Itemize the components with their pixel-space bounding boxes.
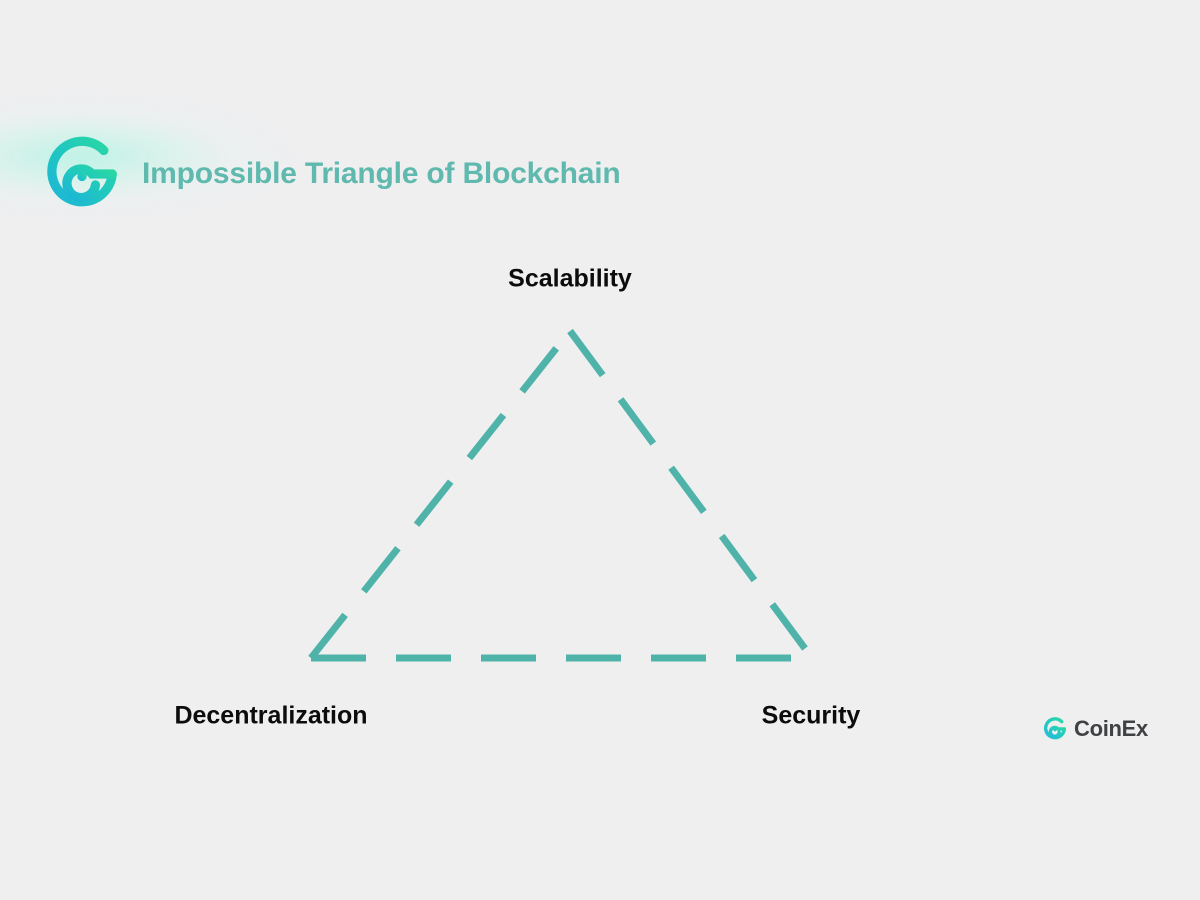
watermark-label: CoinEx <box>1074 716 1148 741</box>
coinex-spiral-logo-icon <box>47 136 117 207</box>
vertex-label-decentralization: Decentralization <box>174 701 368 730</box>
coinex-watermark: CoinEx <box>1042 716 1148 742</box>
page-title: Impossible Triangle of Blockchain <box>142 157 621 190</box>
vertex-label-security: Security <box>761 701 861 730</box>
header: Impossible Triangle of Blockchain <box>40 132 621 216</box>
triangle-edges <box>308 328 815 662</box>
vertex-label-scalability: Scalability <box>508 264 632 293</box>
triangle-edge-decentralization-scalability <box>308 328 573 661</box>
coinex-spiral-logo-icon <box>1044 717 1067 740</box>
triangle-edge-scalability-security <box>567 328 815 661</box>
